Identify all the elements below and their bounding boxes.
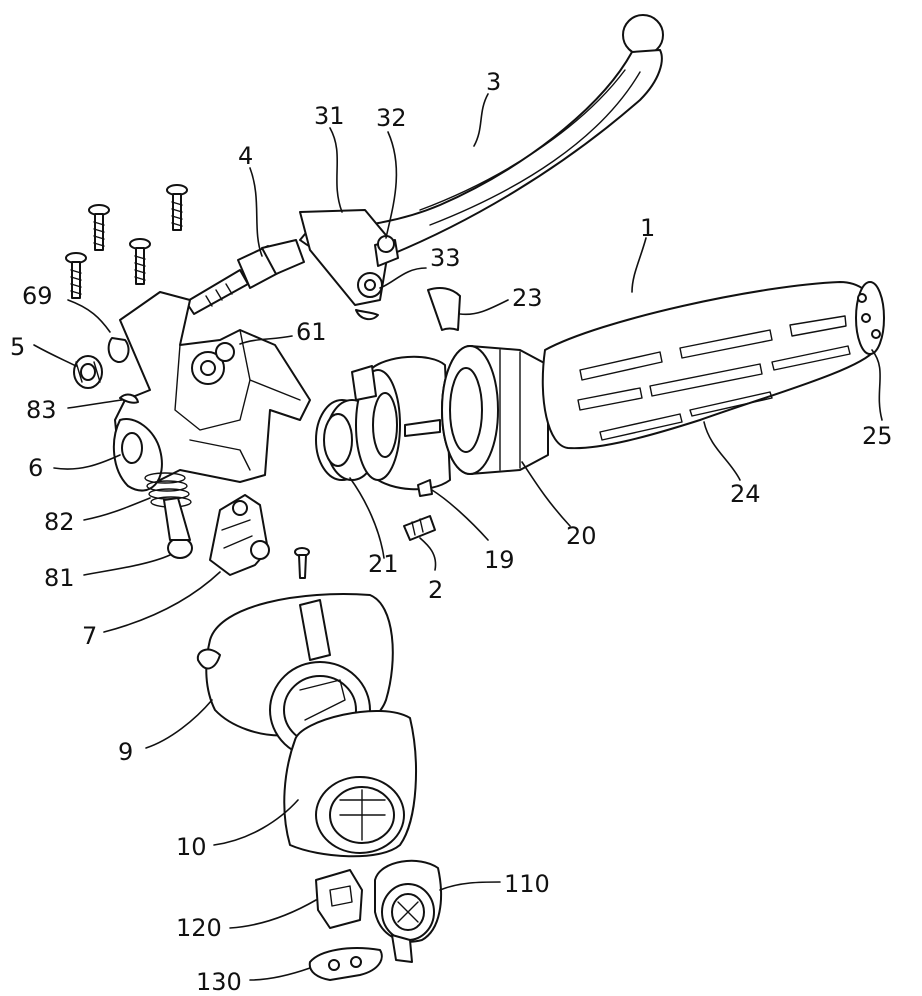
label-6: 6 [28,454,43,482]
label-21: 21 [368,550,399,578]
leader-130 [249,967,311,981]
grip-part-1 [541,281,885,450]
leader-82 [83,497,151,521]
label-82: 82 [44,508,75,536]
housing-part-6 [107,291,311,492]
label-130: 130 [196,968,242,996]
label-20: 20 [566,522,597,550]
throttle-body-part-19 [351,355,451,497]
leader-32 [385,131,398,239]
label-31: 31 [314,102,345,130]
leader-81 [83,554,171,576]
connector-part-120 [315,869,363,929]
label-61: 61 [296,318,327,346]
brake-lever-part-3 [299,14,664,321]
leader-10 [213,799,299,846]
switch-housing-part-9 [196,593,394,759]
throttle-flange-part-20 [441,345,549,475]
bolt-part-81 [163,497,193,559]
label-120: 120 [176,914,222,942]
leader-33 [379,267,427,289]
small-screw [294,547,310,579]
leader-110 [439,881,501,891]
label-110: 110 [504,870,550,898]
leader-3 [473,93,489,147]
label-10: 10 [176,833,207,861]
label-24: 24 [730,480,761,508]
leader-lines [33,93,883,981]
terminal-part-130 [308,947,383,981]
leader-25 [871,349,883,421]
leader-120 [229,899,317,929]
clip-part-83 [119,393,139,404]
label-1: 1 [640,214,655,242]
label-33: 33 [430,244,461,272]
leader-9 [145,699,213,749]
leader-5 [33,344,77,367]
label-32: 32 [376,104,407,132]
leader-7 [103,571,221,633]
label-19: 19 [484,546,515,574]
switch-housing-part-10 [283,710,417,858]
label-4: 4 [238,142,253,170]
leader-1 [631,237,647,293]
leader-20 [521,461,571,527]
label-81: 81 [44,564,75,592]
label-7: 7 [82,622,97,650]
leader-23 [459,299,509,316]
arc-clip-part-23 [427,287,461,331]
leader-6 [53,454,121,470]
label-5: 5 [10,333,25,361]
leader-19 [431,489,489,541]
leader-61 [239,335,293,345]
leader-83 [67,399,123,409]
part-number-labels: 1 2 3 4 5 6 7 9 10 19 20 21 23 24 25 31 … [10,68,893,996]
label-23: 23 [512,284,543,312]
label-3: 3 [486,68,501,96]
leader-24 [703,421,741,481]
label-25: 25 [862,422,893,450]
label-2: 2 [428,576,443,604]
leader-4 [249,167,263,257]
switch-knob-part-110 [374,859,443,963]
leader-69 [67,299,111,333]
leader-31 [329,127,343,213]
roller-part-5 [73,355,103,389]
mounting-screws [65,184,188,299]
brake-switch-part-4 [185,239,305,315]
label-9: 9 [118,738,133,766]
leader-21 [349,477,385,559]
leader-2 [419,537,437,571]
label-83: 83 [26,396,57,424]
bracket-part-7 [209,494,270,576]
set-screw-part-2 [403,515,436,541]
label-69: 69 [22,282,53,310]
